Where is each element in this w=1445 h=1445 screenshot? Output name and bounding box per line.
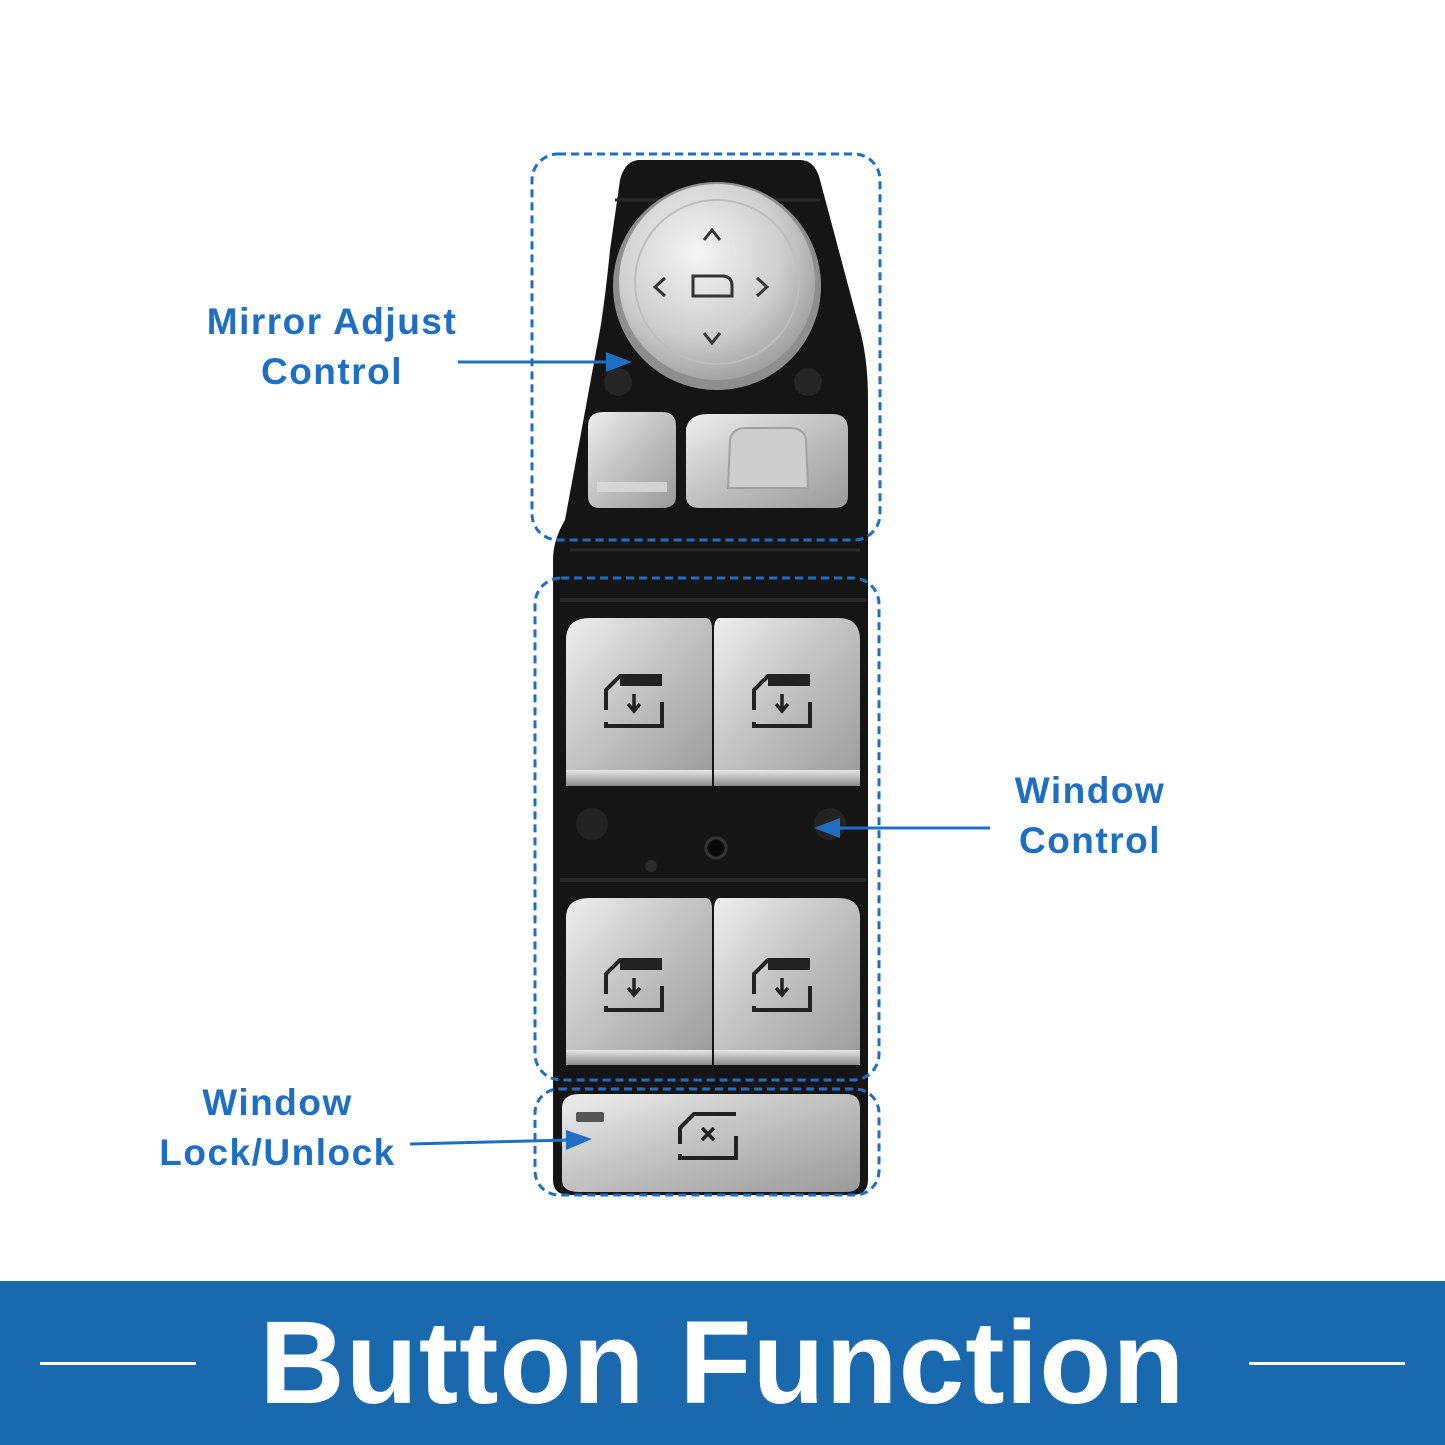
- arrow-icon: [458, 352, 632, 372]
- mirror-fold-buttons: [588, 412, 848, 508]
- lock-group-outline: [533, 1087, 881, 1197]
- arrow-icon: [814, 818, 990, 838]
- window-group-outline: [533, 576, 881, 1082]
- window-lock-icon: [678, 1112, 738, 1160]
- window-control-label: Window Control: [1014, 770, 1166, 861]
- mirror-dial-icon: [613, 182, 821, 390]
- arrow-icon: [409, 1130, 592, 1150]
- banner-title: Button Function: [259, 1297, 1186, 1429]
- mirror-group-outline: [530, 152, 882, 542]
- banner-left-line: [40, 1362, 196, 1365]
- window-switch-buttons: [566, 618, 860, 1065]
- window-lock-button: [562, 1094, 860, 1192]
- mirror-adjust-label: Mirror Adjust Control: [206, 301, 458, 392]
- banner-right-line: [1249, 1362, 1405, 1365]
- window-lock-label: Window Lock/Unlock: [159, 1082, 396, 1173]
- banner: Button Function: [0, 1281, 1445, 1445]
